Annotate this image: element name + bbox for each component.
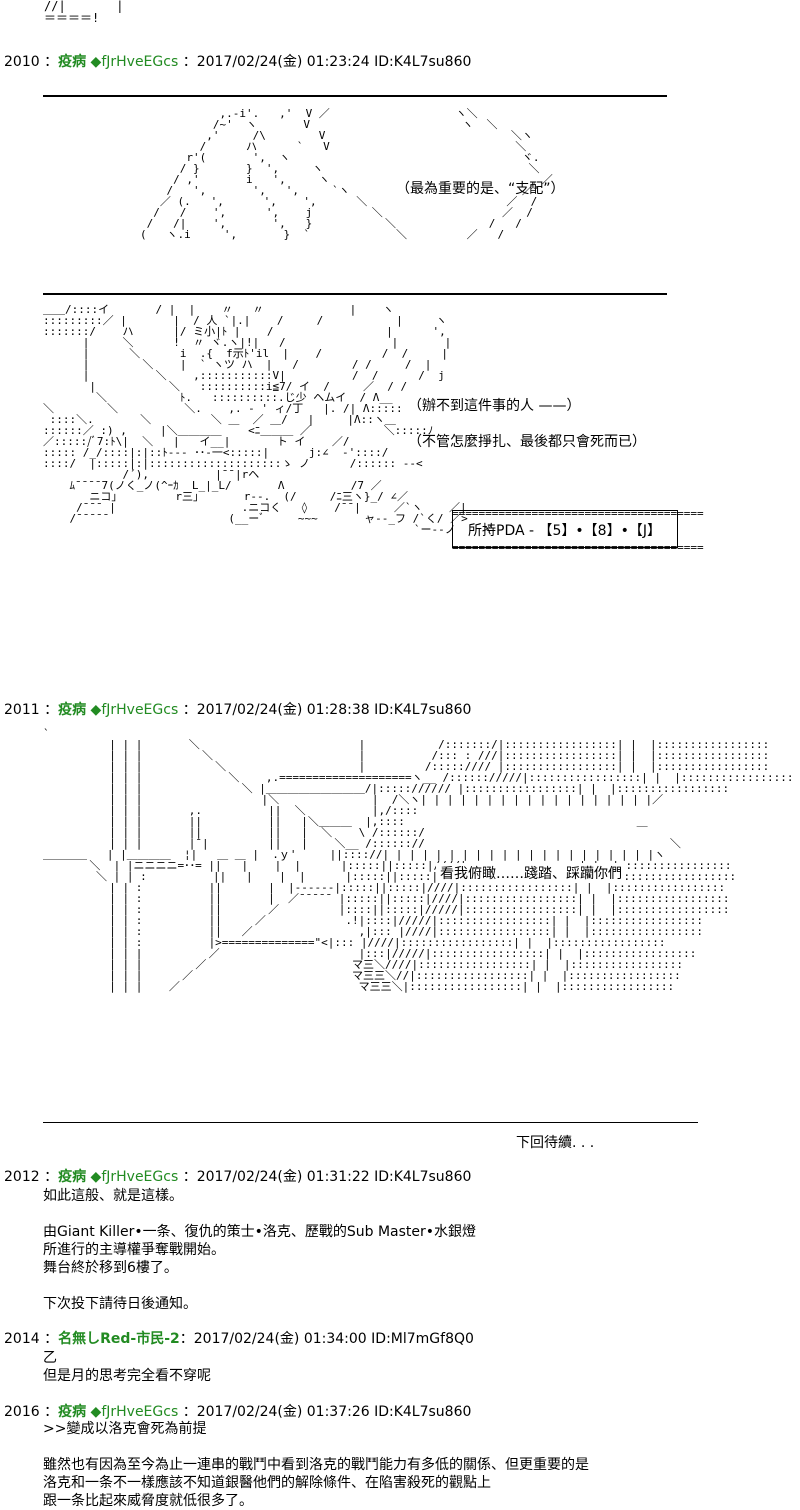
post-number[interactable]: 2014 <box>4 1331 40 1347</box>
panel2-caption-1: （辦不到這件事的人 ——） <box>408 398 581 414</box>
poster-name: 疫病 <box>58 1169 87 1185</box>
ascii-art-panel-1: ,.-i'. ,' V ／ ヽ＼ /~' ヽ V ヽ ＼ ,' /\ V ＼ヽ … <box>140 107 553 241</box>
to-be-continued: 下回待續. . . <box>516 1135 595 1151</box>
poster-name: 疫病 <box>58 54 87 70</box>
poster-trip: ◆fJrHveEGcs <box>90 1404 179 1420</box>
post-date: ：2017/02/24(金) 01:23:24 ID:K4L7su860 <box>182 54 472 70</box>
poster-trip: ◆fJrHveEGcs <box>90 1169 179 1185</box>
post-body: >>變成以洛克會死為前提​雖然也有因為至今為止一連串的戰鬥中看到洛克的戰鬥能力有… <box>43 1421 589 1509</box>
post-number[interactable]: 2012 <box>4 1169 40 1185</box>
pda-box <box>452 510 678 548</box>
ascii-art-panel-3: ` | | | ＼ | /:::::::/|:::::::::::::::::|… <box>43 727 794 993</box>
post-header: 2012 ：疫病 ◆fJrHveEGcs ：2017/02/24(金) 01:3… <box>4 1169 472 1185</box>
poster-trip: ◆fJrHveEGcs <box>90 702 179 718</box>
post-date: ：2017/02/24(金) 01:28:38 ID:K4L7su860 <box>182 702 472 718</box>
post-header: 2010 ：疫病 ◆fJrHveEGcs ：2017/02/24(金) 01:2… <box>4 54 472 70</box>
post-date: ：2017/02/24(金) 01:31:22 ID:K4L7su860 <box>182 1169 472 1185</box>
post-date: ：2017/02/24(金) 01:37:26 ID:K4L7su860 <box>182 1404 472 1420</box>
post-header: 2016 ：疫病 ◆fJrHveEGcs ：2017/02/24(金) 01:3… <box>4 1404 472 1420</box>
panel-bottom-rule <box>43 1122 698 1123</box>
poster-name: 名無しRed-市民-2 <box>58 1331 180 1347</box>
post-number[interactable]: 2016 <box>4 1404 40 1420</box>
panel1-caption: （最為重要的是、“支配”） <box>396 181 565 197</box>
post-body: 如此這般、就是這樣。​由Giant Killer•一条、復仇的策士•洛克、歷戰的… <box>43 1188 477 1312</box>
pda-label: 所持PDA - 【5】•【8】•【J】 <box>468 523 661 539</box>
post-body: 乙但是月的思考完全看不穿呢 <box>43 1350 211 1384</box>
pda-border-bottom: ====================================== <box>452 541 704 554</box>
post-header: 2011 ：疫病 ◆fJrHveEGcs ：2017/02/24(金) 01:2… <box>4 702 472 718</box>
post-header: 2014 ：名無しRed-市民-2：2017/02/24(金) 01:34:00… <box>4 1331 474 1347</box>
pda-border-top: ====================================== <box>452 507 704 520</box>
panel2-caption-2: （不管怎麼掙扎、最後都只會死而已） <box>408 434 646 450</box>
panel-divider-rule <box>43 293 667 295</box>
speech-bubble-text: 看我俯瞰……踐踏、踩躪你們 <box>436 863 626 883</box>
top-art-fragment: //| | ＝＝＝＝! <box>44 0 124 25</box>
post-date: ：2017/02/24(金) 01:34:00 ID:Ml7mGf8Q0 <box>179 1331 474 1347</box>
quote-link[interactable]: >>變成以洛克會死為前提 <box>43 1421 207 1437</box>
post-number[interactable]: 2011 <box>4 702 40 718</box>
poster-name: 疫病 <box>58 702 87 718</box>
poster-trip: ◆fJrHveEGcs <box>90 54 179 70</box>
post-number[interactable]: 2010 <box>4 54 40 70</box>
poster-name: 疫病 <box>58 1404 87 1420</box>
ascii-art-panel-2: ＿＿/::::イ / | | 〃 〃 | ヽ :::::::::／ | | / … <box>43 303 494 536</box>
panel-top-rule <box>43 95 667 97</box>
